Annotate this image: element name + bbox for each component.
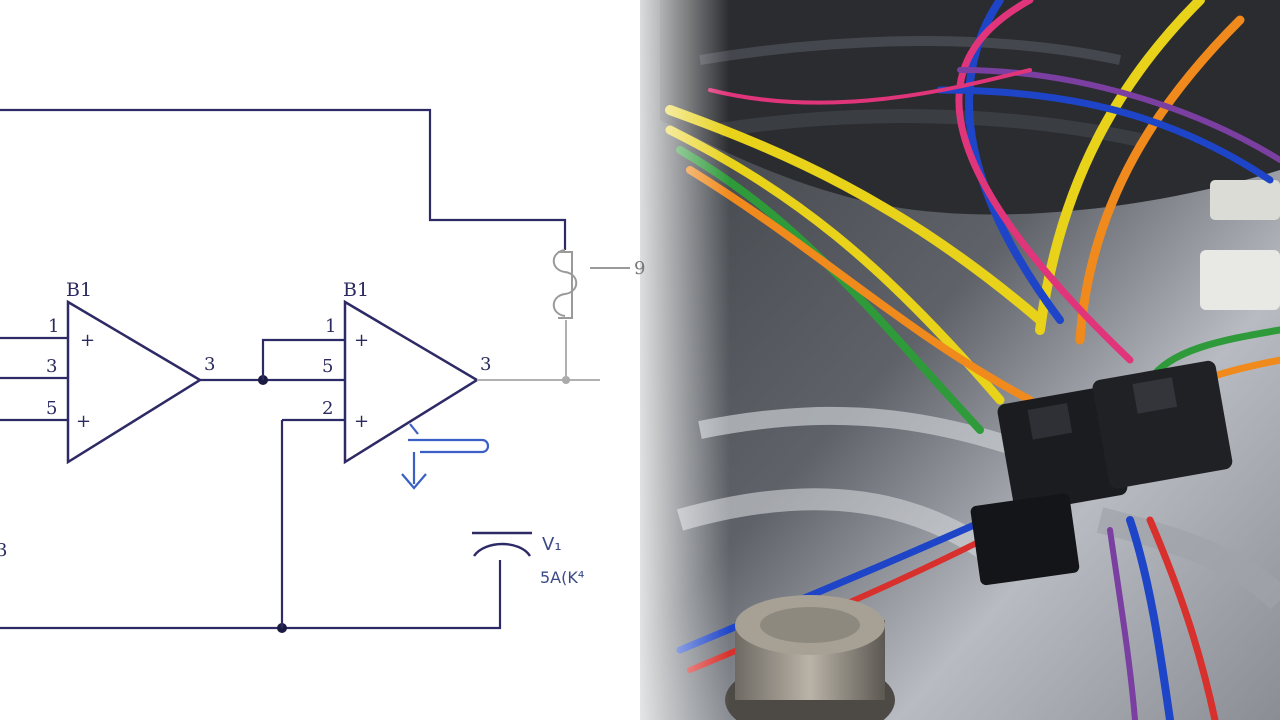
svg-text:+: + (80, 330, 95, 351)
op-amp-1-triangle (66, 299, 203, 465)
photo-fade-overlay (620, 0, 730, 720)
voltage-source: V₁ 5A(K⁴ (472, 531, 584, 587)
coil-component (552, 249, 630, 319)
op-amp-1: + + B1 1 3 5 3 (0, 279, 215, 465)
op-amp-1-pin-3: 3 (46, 356, 57, 377)
white-connector (1200, 250, 1280, 310)
svg-text:+: + (354, 411, 369, 432)
cylindrical-component (725, 595, 895, 720)
left-edge-label: 3 (0, 540, 7, 561)
op-amp-2-pin-5: 5 (322, 356, 333, 377)
black-connectors (970, 360, 1233, 586)
svg-text:+: + (354, 330, 369, 351)
op-amp-2: + + B1 1 5 2 3 (322, 279, 491, 465)
engine-wiring-photo (620, 0, 1280, 720)
coil-pin-label: 9 (634, 258, 645, 279)
feedback-wire-top (0, 108, 567, 250)
signal-arrow-icon (401, 423, 490, 490)
svg-text:+: + (76, 411, 91, 432)
op-amp-2-pin-2: 2 (322, 398, 333, 419)
voltage-source-value: 5A(K⁴ (540, 568, 584, 587)
voltage-source-name: V₁ (542, 534, 562, 555)
op-amp-1-pin-5: 5 (46, 398, 57, 419)
op-amp-1-output-pin: 3 (204, 354, 215, 375)
ground-rail (0, 560, 502, 630)
op-amp-1-label: B1 (66, 279, 92, 301)
op-amp-2-triangle (343, 299, 480, 465)
op-amp-2-pin-1: 1 (325, 316, 336, 337)
op-amp-1-pin-1: 1 (48, 316, 59, 337)
op-amp-schematic: + + B1 1 3 5 3 + + B1 1 5 2 3 (0, 108, 645, 633)
op-amp-2-output-pin: 3 (480, 354, 491, 375)
op-amp-2-label: B1 (343, 279, 369, 301)
